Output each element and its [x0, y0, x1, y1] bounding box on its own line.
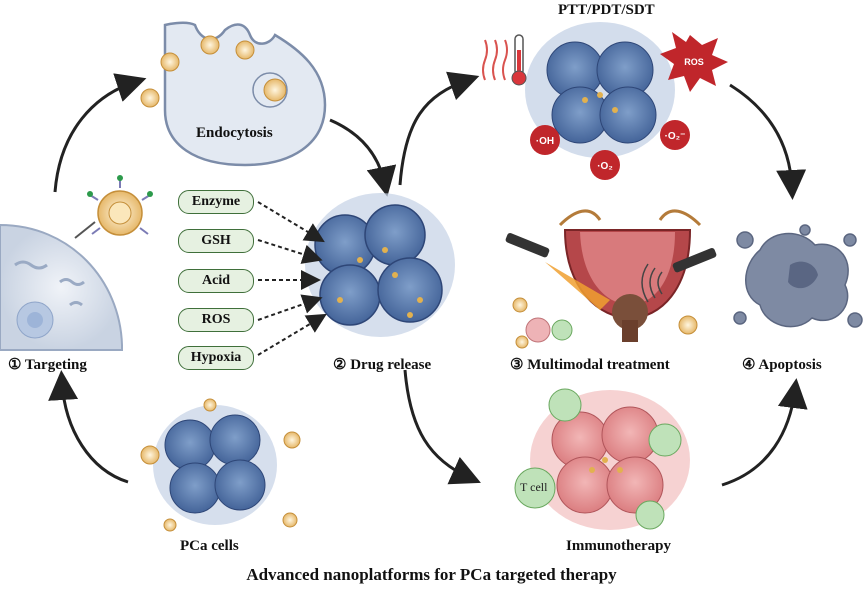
stimulus-arrow-enzyme [257, 201, 325, 243]
step-drug-release: ② Drug release [333, 357, 432, 373]
pca-cells-label: PCa cells [180, 538, 239, 554]
stimulus-gsh: GSH [178, 229, 254, 253]
arrow-release-to-immuno [403, 369, 481, 485]
stimulus-enzyme: Enzyme [178, 190, 254, 214]
heat-waves [482, 39, 508, 81]
arrow-pca-to-targeting [48, 370, 129, 484]
radical-o2-text-2: ·O₂⁻ [665, 131, 686, 142]
step-multimodal: ③ Multimodal treatment [510, 357, 670, 373]
laser-device-left [505, 233, 610, 310]
immune-nanoparticles [512, 297, 698, 349]
stimulus-ros: ROS [178, 308, 254, 332]
radical-o2-badge-1 [590, 150, 620, 180]
radical-o2-badge-2 [660, 120, 690, 150]
arrow-targeting-to-endocytosis [53, 73, 147, 193]
target-cell-illustration [0, 175, 153, 351]
arrow-endocytosis-to-release [329, 118, 397, 197]
stimulus-arrow-gsh [257, 239, 323, 264]
radical-o2-text-1: ·O₂ [597, 161, 613, 172]
stimulus-arrow-hypoxia [257, 313, 327, 356]
thermometer-icon [511, 34, 527, 86]
drug-release-tumor [305, 193, 455, 337]
radical-oh-text: ·OH [536, 136, 554, 147]
therapy-modes-label: PTT/PDT/SDT [558, 2, 655, 18]
endocytosis-illustration [140, 21, 327, 167]
endocytosis-label: Endocytosis [196, 125, 273, 141]
ros-badge-text: ROS [684, 57, 704, 67]
t-cell [514, 467, 556, 509]
t-cell-label: T cell [520, 480, 548, 494]
immunotherapy-tumor [514, 388, 690, 530]
radical-oh-badge [530, 125, 560, 155]
ptt-tumor [525, 22, 675, 158]
pca-cells-cluster [140, 398, 301, 532]
step-apoptosis: ④ Apoptosis [742, 357, 822, 373]
ros-burst [660, 32, 728, 92]
figure-caption: Advanced nanoplatforms for PCa targeted … [246, 565, 617, 584]
arrow-ptt-to-apoptosis [729, 83, 807, 200]
stimulus-acid: Acid [178, 269, 254, 293]
stimulus-hypoxia: Hypoxia [178, 346, 254, 370]
arrow-release-to-ptt [398, 71, 480, 186]
arrow-immuno-to-apoptosis [721, 378, 808, 487]
ultrasound-device-right [641, 248, 717, 303]
step-targeting: ① Targeting [8, 357, 87, 373]
immunotherapy-label: Immunotherapy [566, 538, 672, 554]
stimulus-arrow-ros [257, 294, 323, 321]
